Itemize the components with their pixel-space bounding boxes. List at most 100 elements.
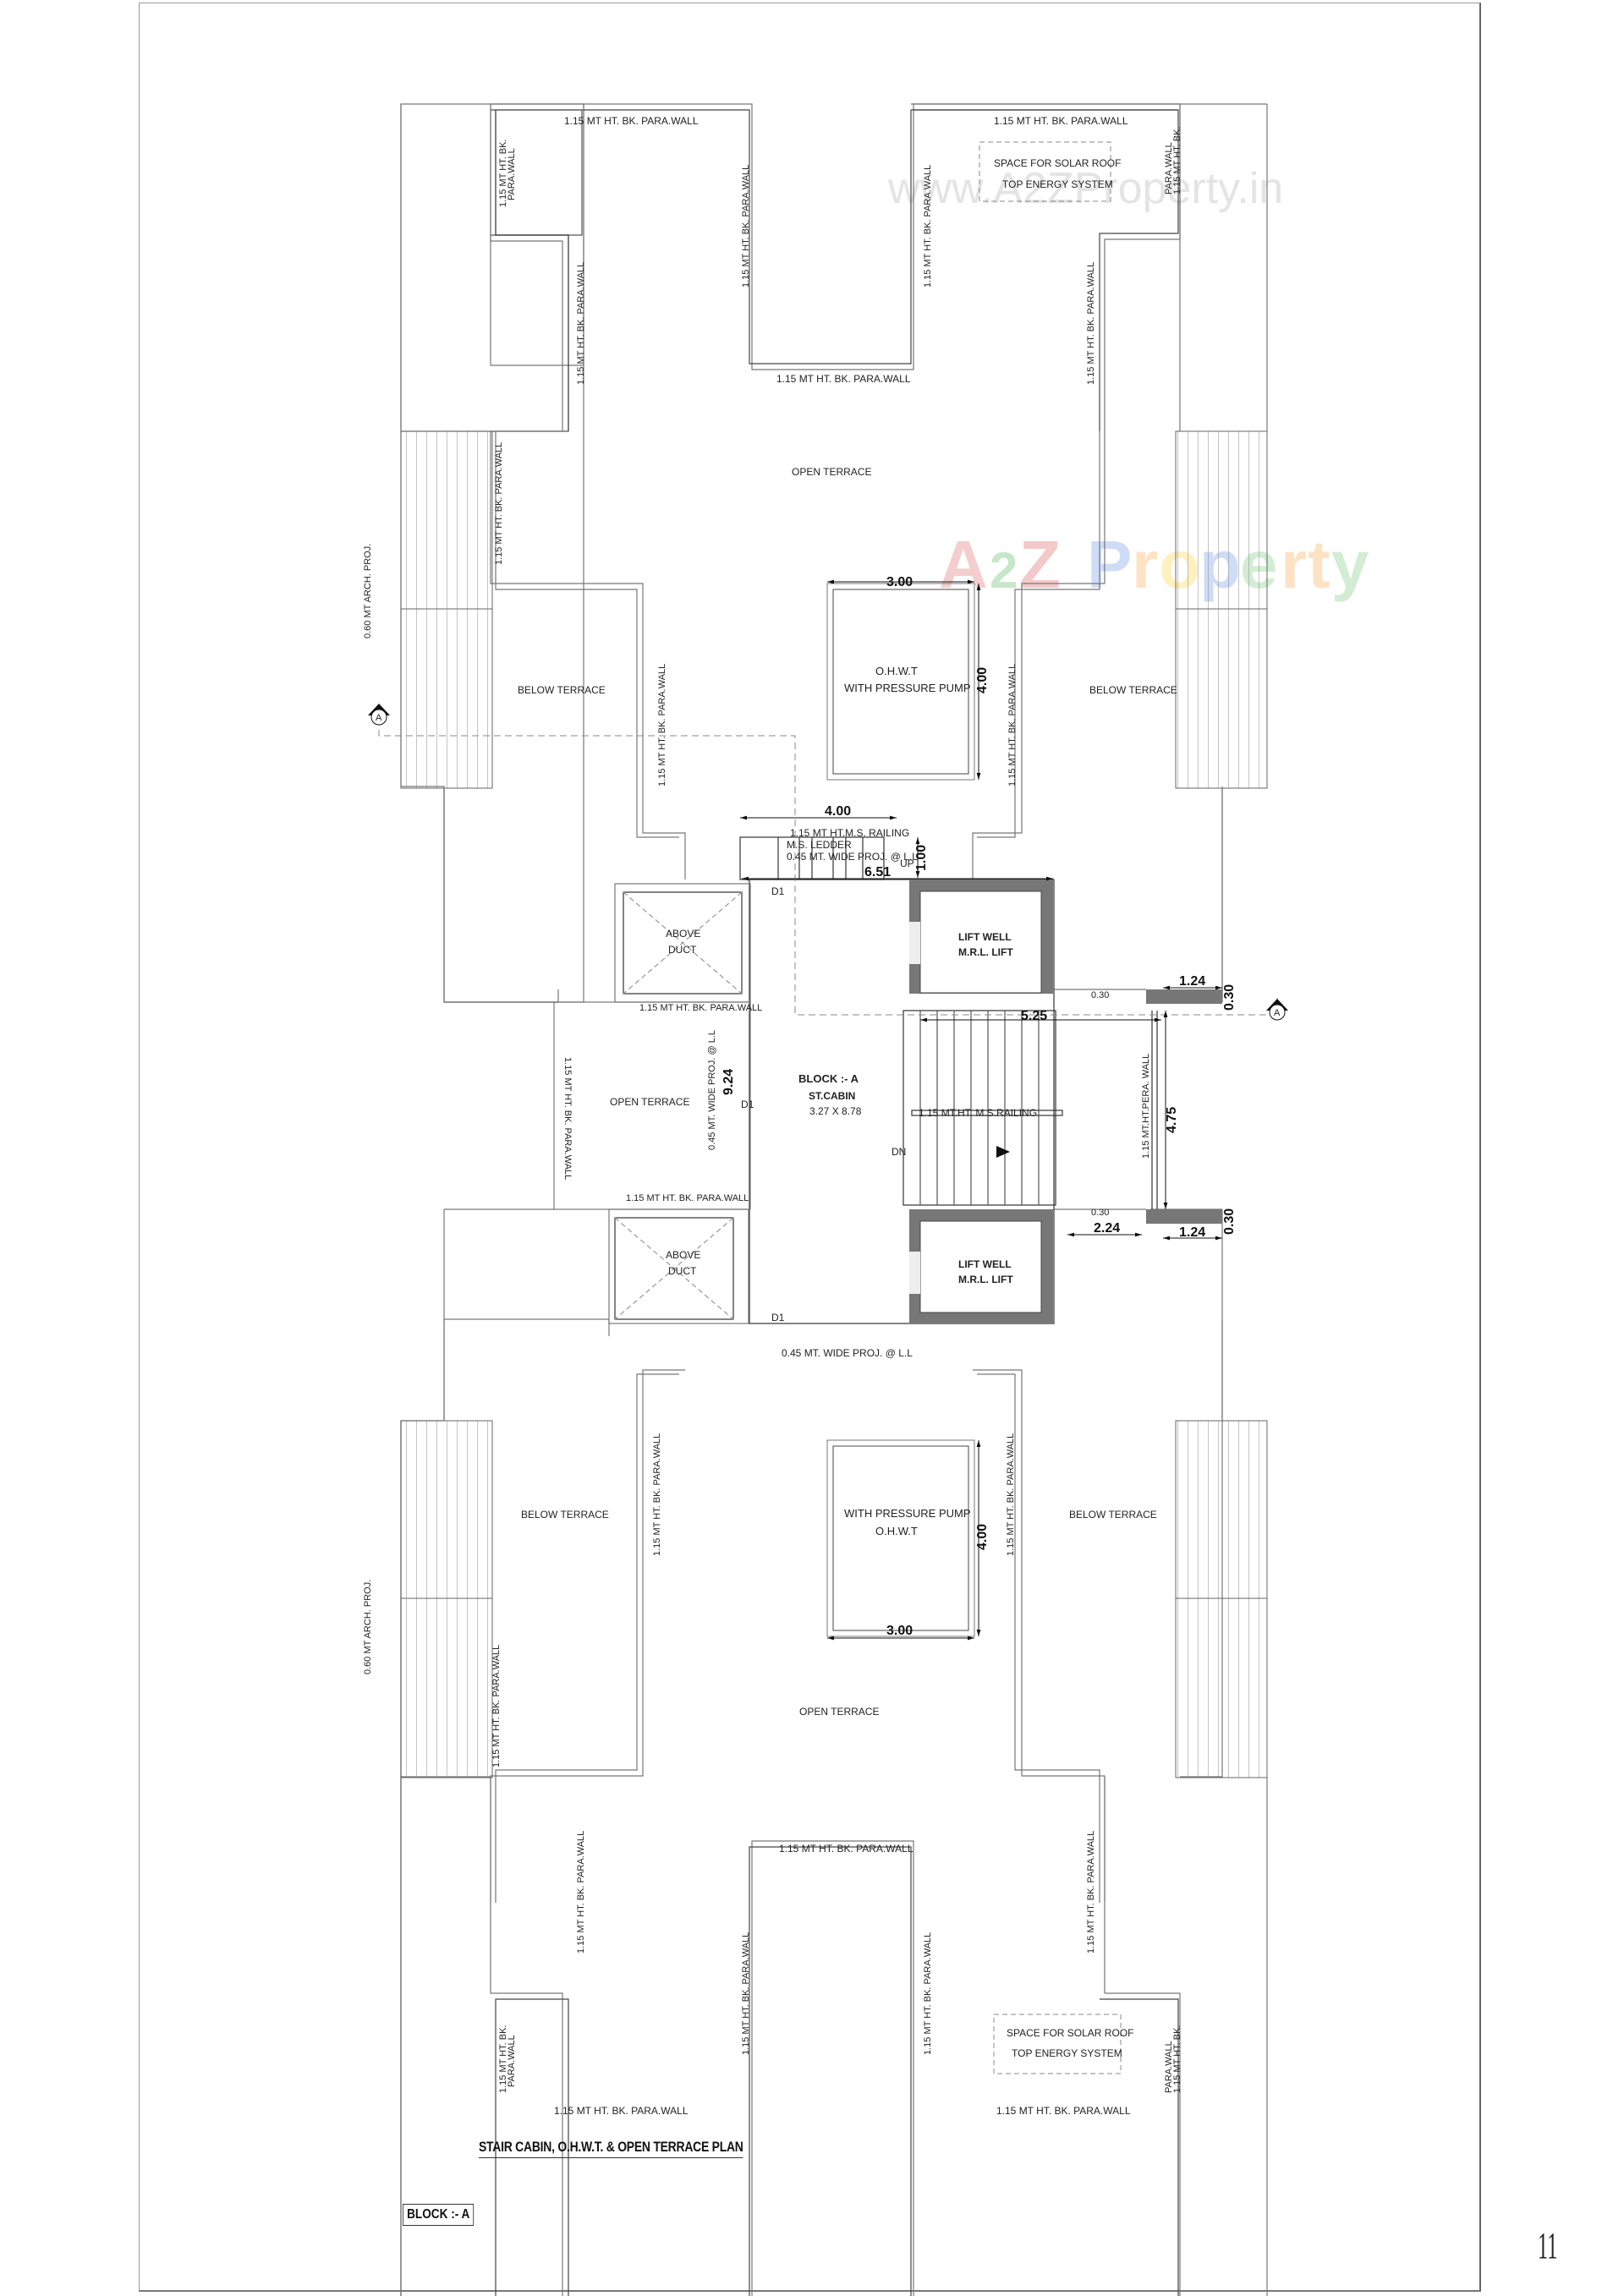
- svg-text:A: A: [376, 713, 382, 723]
- svg-text:PARA.WALL: PARA.WALL: [1164, 2041, 1174, 2093]
- svg-text:1.00: 1.00: [914, 845, 929, 871]
- svg-text:r: r: [1281, 527, 1307, 602]
- svg-text:3.00: 3.00: [886, 1624, 913, 1638]
- svg-text:DUCT: DUCT: [668, 1265, 697, 1277]
- section-marker-right: A: [1266, 999, 1288, 1021]
- svg-text:1.15 MT HT. BK. PARA.WALL: 1.15 MT HT. BK. PARA.WALL: [626, 1193, 749, 1203]
- svg-text:PARA.WALL: PARA.WALL: [1164, 142, 1174, 195]
- svg-text:1.15 MT HT. BK. PARA.WALL: 1.15 MT HT. BK. PARA.WALL: [657, 664, 667, 786]
- svg-text:1.15 MT HT. BK. PARA.WALL: 1.15 MT HT. BK. PARA.WALL: [779, 1843, 914, 1855]
- svg-text:0.30: 0.30: [1222, 1208, 1237, 1235]
- svg-text:TOP ENERGY SYSTEM: TOP ENERGY SYSTEM: [1002, 178, 1113, 190]
- svg-text:DN: DN: [892, 1146, 906, 1158]
- svg-text:A: A: [1274, 1008, 1281, 1018]
- svg-text:1.15 MT HT. BK. PARA.WALL: 1.15 MT HT. BK. PARA.WALL: [741, 1932, 751, 2055]
- svg-text:1.15 MT HT. BK. PARA.WALL: 1.15 MT HT. BK. PARA.WALL: [494, 442, 504, 565]
- svg-text:ST.CABIN: ST.CABIN: [809, 1090, 855, 1102]
- svg-text:1.15 MT HT. BK. PARA.WALL: 1.15 MT HT. BK. PARA.WALL: [576, 262, 586, 385]
- svg-text:PARA.WALL: PARA.WALL: [507, 2035, 517, 2087]
- svg-text:1.15 MT HT. BK. PARA.WALL: 1.15 MT HT. BK. PARA.WALL: [639, 1003, 762, 1013]
- svg-text:D1: D1: [741, 1099, 754, 1110]
- svg-text:1.15 MT HT. BK. PARA.WALL: 1.15 MT HT. BK. PARA.WALL: [923, 165, 933, 288]
- svg-text:WITH PRESSURE PUMP: WITH PRESSURE PUMP: [844, 682, 971, 694]
- svg-text:2: 2: [990, 542, 1018, 599]
- svg-text:1.15 MT HT. BK. PARA.WALL: 1.15 MT HT. BK. PARA.WALL: [741, 165, 751, 288]
- svg-text:4.00: 4.00: [825, 804, 851, 819]
- ledge-bottom: [1146, 1209, 1222, 1224]
- svg-text:O.H.W.T: O.H.W.T: [875, 665, 918, 677]
- svg-text:BELOW TERRACE: BELOW TERRACE: [521, 1509, 609, 1521]
- solar-space-top: [979, 141, 1111, 202]
- svg-text:D1: D1: [771, 885, 785, 897]
- svg-text:0.30: 0.30: [1222, 984, 1237, 1011]
- svg-text:5.25: 5.25: [1021, 1009, 1047, 1023]
- dimension-lines: [740, 579, 1222, 1641]
- svg-text:LIFT WELL: LIFT WELL: [958, 931, 1012, 943]
- svg-text:t: t: [1308, 527, 1330, 602]
- svg-text:ABOVE: ABOVE: [666, 1249, 700, 1261]
- svg-text:1.24: 1.24: [1179, 974, 1205, 989]
- lift-well-bottom: [909, 1209, 1053, 1323]
- svg-text:P: P: [1087, 527, 1132, 602]
- svg-text:1.15 MT HT. BK. PARA.WALL: 1.15 MT HT. BK. PARA.WALL: [1086, 262, 1096, 385]
- drawing-sheet-border: [139, 3, 1481, 2292]
- svg-text:M.R.L. LIFT: M.R.L. LIFT: [958, 1274, 1013, 1285]
- svg-text:1.15 MT HT. BK. PARA.WALL: 1.15 MT HT. BK. PARA.WALL: [1006, 1433, 1016, 1556]
- labels: 1.15 MT HT. BK. PARA.WALL 1.15 MT HT. BK…: [363, 115, 1182, 2117]
- lift-well-top: [909, 879, 1053, 994]
- arch-projection-hatch: [400, 430, 1268, 1778]
- svg-text:DUCT: DUCT: [668, 944, 697, 956]
- svg-text:BELOW TERRACE: BELOW TERRACE: [1089, 684, 1177, 696]
- svg-text:SPACE FOR SOLAR ROOF: SPACE FOR SOLAR ROOF: [1007, 2027, 1133, 2039]
- section-line: [378, 719, 1278, 1016]
- svg-text:4.00: 4.00: [975, 1524, 990, 1550]
- svg-text:A: A: [939, 527, 988, 602]
- svg-text:SPACE FOR SOLAR ROOF: SPACE FOR SOLAR ROOF: [994, 157, 1121, 169]
- svg-text:6.51: 6.51: [864, 865, 891, 879]
- drawing-title: STAIR CABIN, O.H.W.T. & OPEN TERRACE PLA…: [479, 2139, 743, 2158]
- ledge-top: [1146, 989, 1222, 1004]
- svg-text:9.24: 9.24: [721, 1069, 736, 1095]
- svg-text:OPEN TERRACE: OPEN TERRACE: [610, 1096, 689, 1108]
- svg-text:1.15 MT HT. BK. PARA.WALL: 1.15 MT HT. BK. PARA.WALL: [652, 1433, 662, 1556]
- svg-text:2.24: 2.24: [1094, 1221, 1120, 1236]
- svg-text:1.15 MT HT. BK. PARA.WALL: 1.15 MT HT. BK. PARA.WALL: [562, 1057, 573, 1180]
- svg-text:1.15 MT HT. BK. PARA.WALL: 1.15 MT HT. BK. PARA.WALL: [923, 1932, 933, 2055]
- svg-text:WITH PRESSURE PUMP: WITH PRESSURE PUMP: [844, 1507, 971, 1520]
- svg-text:TOP ENERGY SYSTEM: TOP ENERGY SYSTEM: [1012, 2047, 1122, 2059]
- svg-text:4.75: 4.75: [1165, 1107, 1179, 1133]
- block-tag: BLOCK :- A: [403, 2204, 475, 2226]
- watermark: www.A2ZProperty.in A 2 Z P r o p e r t y: [887, 164, 1369, 602]
- svg-text:0.45 MT. WIDE PROJ. @ L.L: 0.45 MT. WIDE PROJ. @ L.L: [707, 1030, 717, 1150]
- svg-text:1.15 MT HT. BK. PARA.WALL: 1.15 MT HT. BK. PARA.WALL: [554, 2105, 689, 2117]
- svg-text:1.15 MT HT. BK. PARA.WALL: 1.15 MT HT. BK. PARA.WALL: [996, 2105, 1131, 2117]
- svg-text:4.00: 4.00: [975, 667, 990, 693]
- svg-text:1.15 MT HT. BK. PARA.WALL: 1.15 MT HT. BK. PARA.WALL: [564, 115, 699, 127]
- svg-text:0.60 MT ARCH. PROJ.: 0.60 MT ARCH. PROJ.: [363, 544, 373, 638]
- svg-text:UP: UP: [900, 858, 914, 869]
- svg-text:1.15 MT HT. BK.: 1.15 MT HT. BK.: [1172, 2025, 1182, 2094]
- svg-text:www.A2ZProperty.in: www.A2ZProperty.in: [887, 164, 1283, 213]
- svg-text:M.S. LEDDER: M.S. LEDDER: [787, 839, 852, 851]
- svg-text:y: y: [1331, 527, 1369, 602]
- svg-text:BELOW TERRACE: BELOW TERRACE: [1069, 1509, 1157, 1521]
- svg-text:M.R.L. LIFT: M.R.L. LIFT: [958, 946, 1013, 958]
- svg-text:ABOVE: ABOVE: [666, 928, 700, 940]
- svg-text:LIFT WELL: LIFT WELL: [958, 1258, 1012, 1270]
- svg-text:0.30: 0.30: [1091, 1208, 1109, 1218]
- svg-text:1.15 MT HT. BK. PARA.WALL: 1.15 MT HT. BK. PARA.WALL: [994, 115, 1128, 127]
- svg-text:0.45 MT. WIDE PROJ. @ L.L: 0.45 MT. WIDE PROJ. @ L.L: [782, 1347, 913, 1359]
- svg-text:3.27 X 8.78: 3.27 X 8.78: [809, 1105, 862, 1117]
- svg-text:1.15 MT HT. BK.: 1.15 MT HT. BK.: [498, 140, 508, 208]
- svg-text:1.15 MT HT. BK. PARA.WALL: 1.15 MT HT. BK. PARA.WALL: [576, 1831, 586, 1954]
- page-number: 11: [1538, 2225, 1558, 2266]
- svg-text:1.15 MT.HT. M.S.RAILING: 1.15 MT.HT. M.S.RAILING: [919, 1107, 1037, 1119]
- svg-text:0.45 MT. WIDE PROJ. @ L.L: 0.45 MT. WIDE PROJ. @ L.L: [787, 851, 918, 863]
- svg-text:1.15 MT HT. BK. PARA.WALL: 1.15 MT HT. BK. PARA.WALL: [491, 1645, 502, 1767]
- svg-text:1.24: 1.24: [1179, 1225, 1205, 1240]
- svg-text:0.60 MT ARCH. PROJ.: 0.60 MT ARCH. PROJ.: [363, 1580, 373, 1674]
- svg-text:1.15 MT HT. BK. PARA.WALL: 1.15 MT HT. BK. PARA.WALL: [776, 373, 911, 385]
- svg-text:OPEN TERRACE: OPEN TERRACE: [792, 466, 871, 478]
- svg-text:OPEN TERRACE: OPEN TERRACE: [799, 1706, 879, 1718]
